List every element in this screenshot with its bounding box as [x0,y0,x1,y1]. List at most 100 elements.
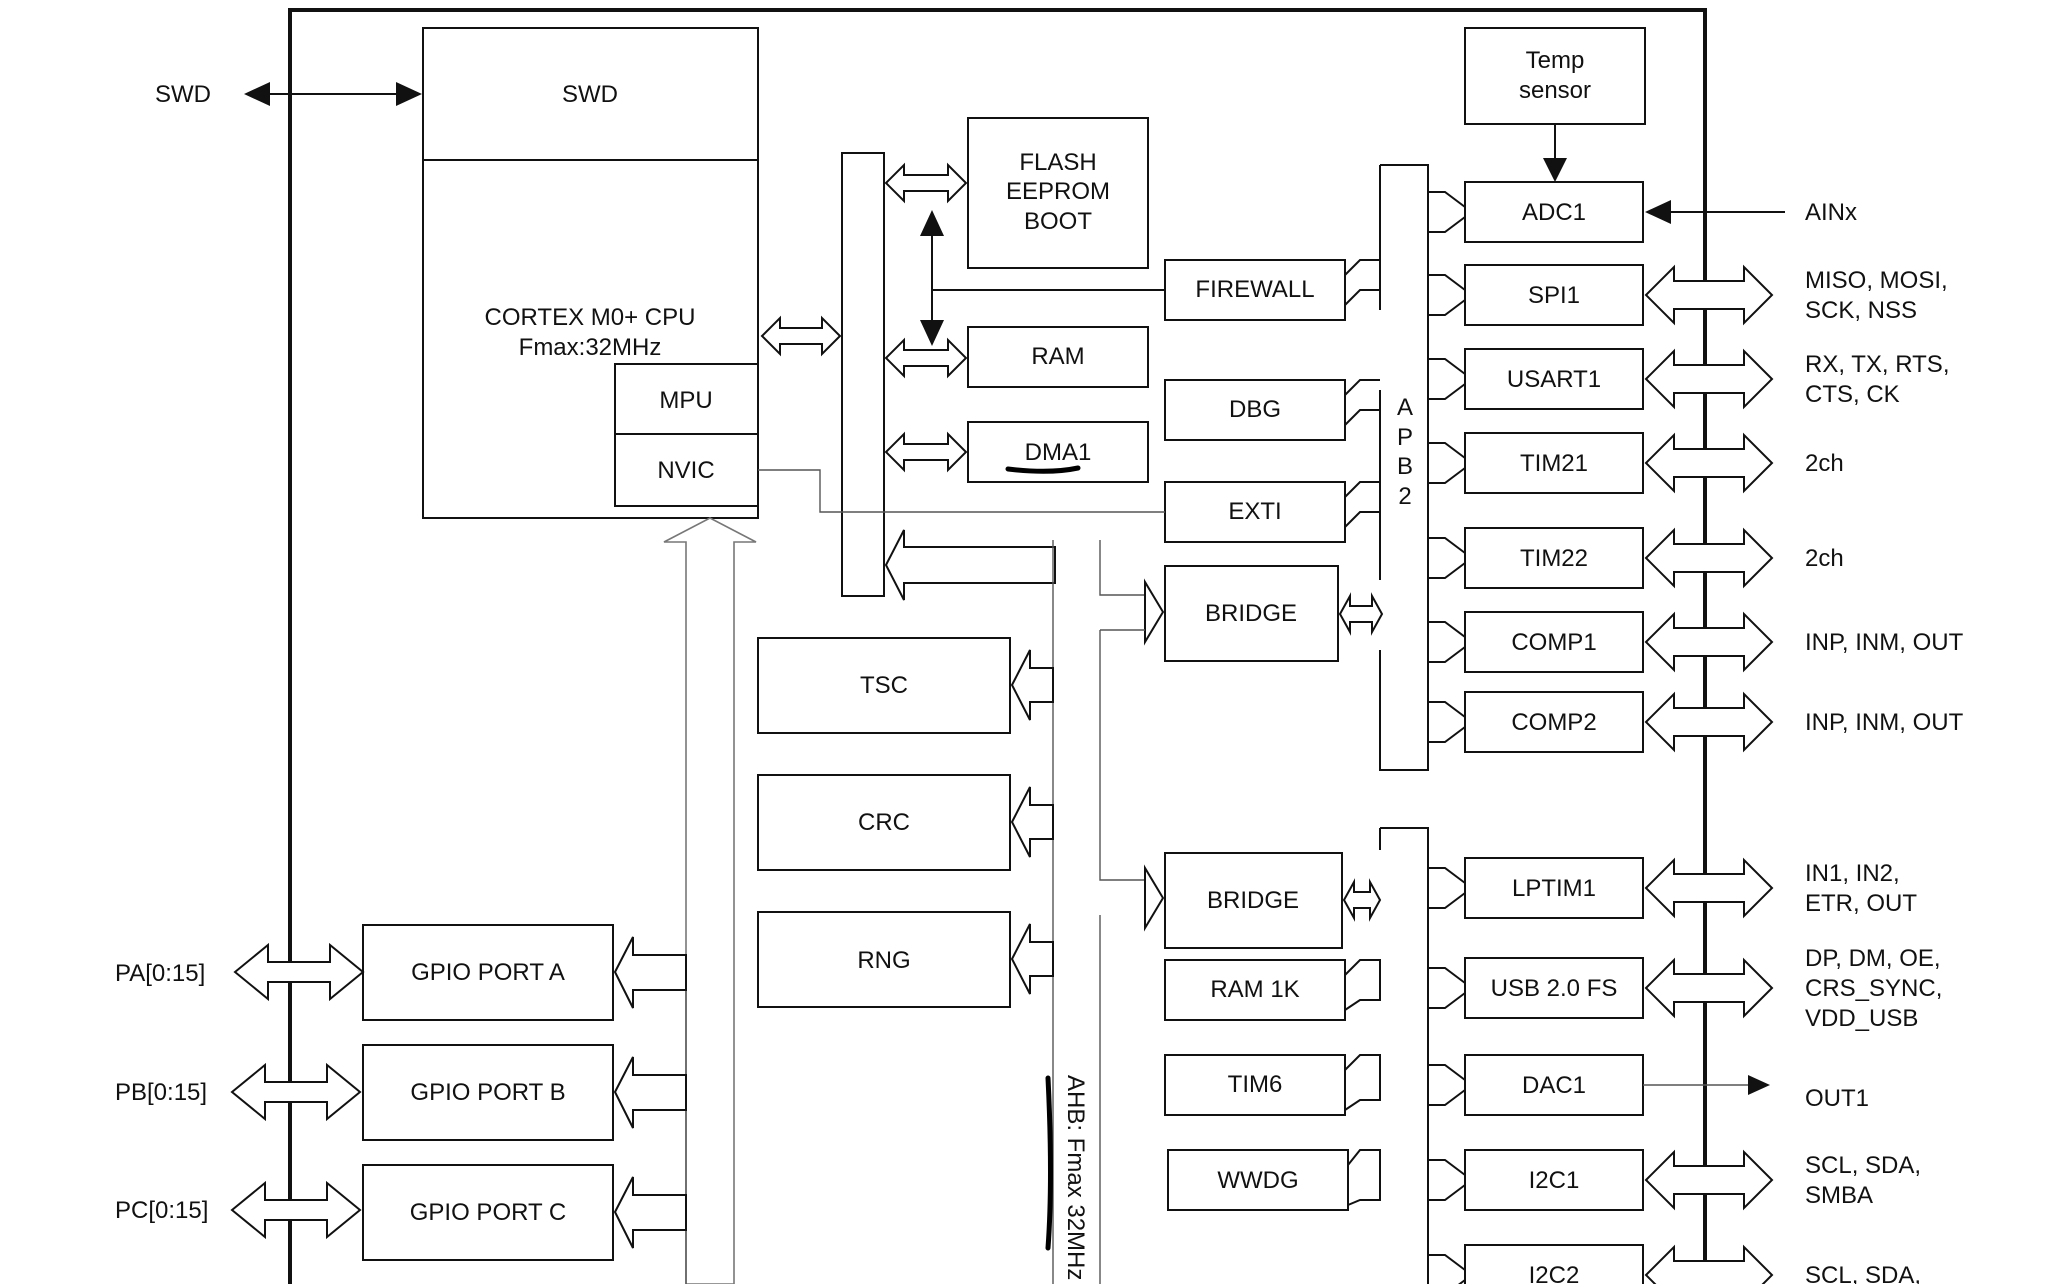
tim22-block [1464,527,1644,589]
exti-apb2-connector [1344,481,1380,528]
tim21-signal-0: 2ch [1805,450,1844,477]
spi1-signal-0: MISO, MOSI, [1805,267,1948,294]
flash-bus-arrow [884,162,968,204]
adc1-signal-0: AINx [1805,199,1857,226]
nvic-block [614,433,759,507]
bridge-bottom-block [1164,852,1343,949]
lptim1-signal-1: ETR, OUT [1805,890,1917,917]
wwdg-block [1167,1149,1349,1211]
exti-label: EXTI [1228,498,1281,525]
ahb-label: AHB: Fmax 32MHz [1062,1075,1089,1280]
comp2-block [1464,691,1644,753]
tim6-block [1164,1054,1346,1116]
crc-label: CRC [858,809,910,836]
comp1-block [1464,611,1644,673]
flash-block [967,117,1149,269]
bridge-top-label: BRIDGE [1205,600,1297,627]
spi1-io-arrow [1644,264,1774,326]
ram1k-label: RAM 1K [1210,976,1299,1003]
adc1-input-arrowhead [1645,200,1671,224]
usb-2-0-fs-signal-1: CRS_SYNC, [1805,975,1942,1002]
usart1-io-arrow [1644,348,1774,410]
dac1-output-arrowhead [1748,1075,1770,1095]
rng-label: RNG [857,947,910,974]
comp1-label: COMP1 [1511,629,1596,656]
i2c2-signal-0: SCL, SDA, [1805,1262,1921,1284]
cpu-bus-arrow [760,315,842,357]
lptim1-signal-0: IN1, IN2, [1805,860,1900,887]
i2c2-io-arrow [1644,1244,1774,1284]
apb2-label-p: P [1397,424,1413,451]
gpio-port-a-block [362,924,614,1021]
flash-label: FLASH [1019,149,1096,176]
pb-pin-label: PB[0:15] [115,1079,207,1106]
dbg-label: DBG [1229,396,1281,423]
tsc-ahb-arrow [1010,649,1054,721]
temp-label: Temp [1526,47,1585,74]
nvic-label: NVIC [657,457,714,484]
tsc-block [757,637,1011,734]
pa-pin-label: PA[0:15] [115,960,205,987]
swd-arrowhead-right [396,82,422,106]
lptim1-bus-connector [1428,867,1466,909]
gpio-port-b-block [362,1044,614,1141]
sensor-label: sensor [1519,77,1591,104]
comp2-signal-0: INP, INM, OUT [1805,709,1964,736]
usb-2-0-fs-io-arrow [1644,957,1774,1019]
ahb-bridge-top-arrow [1144,578,1165,646]
lptim1-label: LPTIM1 [1512,875,1596,902]
usart1-bus-connector [1428,358,1466,400]
usart1-block [1464,348,1644,410]
gpio-port-c-label: GPIO PORT C [410,1199,566,1226]
apb2-label-2: 2 [1398,483,1411,510]
gpio-a-bus-arrow [613,936,687,1009]
usart1-label: USART1 [1507,366,1601,393]
apb2-label-a: A [1397,394,1413,421]
adc1-bus-connector [1428,191,1466,233]
firewall-apb2-connector [1344,259,1380,306]
cpu-freq-label: Fmax:32MHz [519,334,662,361]
eeprom-label: EEPROM [1006,178,1110,205]
apb2-label-b: B [1397,453,1413,480]
pc-pin-label: PC[0:15] [115,1197,208,1224]
exti-block [1164,481,1346,543]
adc1-label: ADC1 [1522,199,1586,226]
dma-bus-arrow [884,431,968,473]
tim22-io-arrow [1644,527,1774,589]
gpio-port-c-block [362,1164,614,1261]
i2c2-label: I2C2 [1529,1262,1580,1284]
ram-block [967,326,1149,388]
bridge-top-block [1164,565,1339,662]
lptim1-io-arrow [1644,857,1774,919]
i2c2-bus-connector [1428,1254,1466,1284]
bridge-bottom-label: BRIDGE [1207,887,1299,914]
tim22-bus-connector [1428,537,1466,579]
bridge-apb1-arrow [1342,878,1382,922]
tim22-signal-0: 2ch [1805,545,1844,572]
ahb-label-mark [1045,1075,1053,1251]
tim21-io-arrow [1644,432,1774,494]
temp-adc-arrowhead [1543,158,1567,182]
dbg-apb2-connector [1344,379,1380,426]
ahb-bus-line-right [1099,540,1145,596]
comp1-signal-0: INP, INM, OUT [1805,629,1964,656]
i2c1-signal-0: SCL, SDA, [1805,1152,1921,1179]
ahb-bridge-bottom-arrow [1144,864,1165,932]
i2c2-block [1464,1244,1644,1284]
swd-arrowhead-left [244,82,270,106]
gpio-b-bus-arrow [613,1056,687,1129]
ahb-bus-branch-a [1099,630,1145,881]
lptim1-block [1464,857,1644,919]
pb-pin-arrow [230,1062,362,1122]
i2c1-bus-connector [1428,1159,1466,1201]
nvic-exti-line [758,469,1165,513]
usb-2-0-fs-signal-0: DP, DM, OE, [1805,945,1941,972]
spi1-label: SPI1 [1528,282,1580,309]
ram1k-block [1164,959,1346,1021]
apb1-bus [1380,827,1429,1284]
boot-label: BOOT [1024,208,1092,235]
usart1-signal-1: CTS, CK [1805,381,1900,408]
dma1-label: DMA1 [1025,439,1092,466]
